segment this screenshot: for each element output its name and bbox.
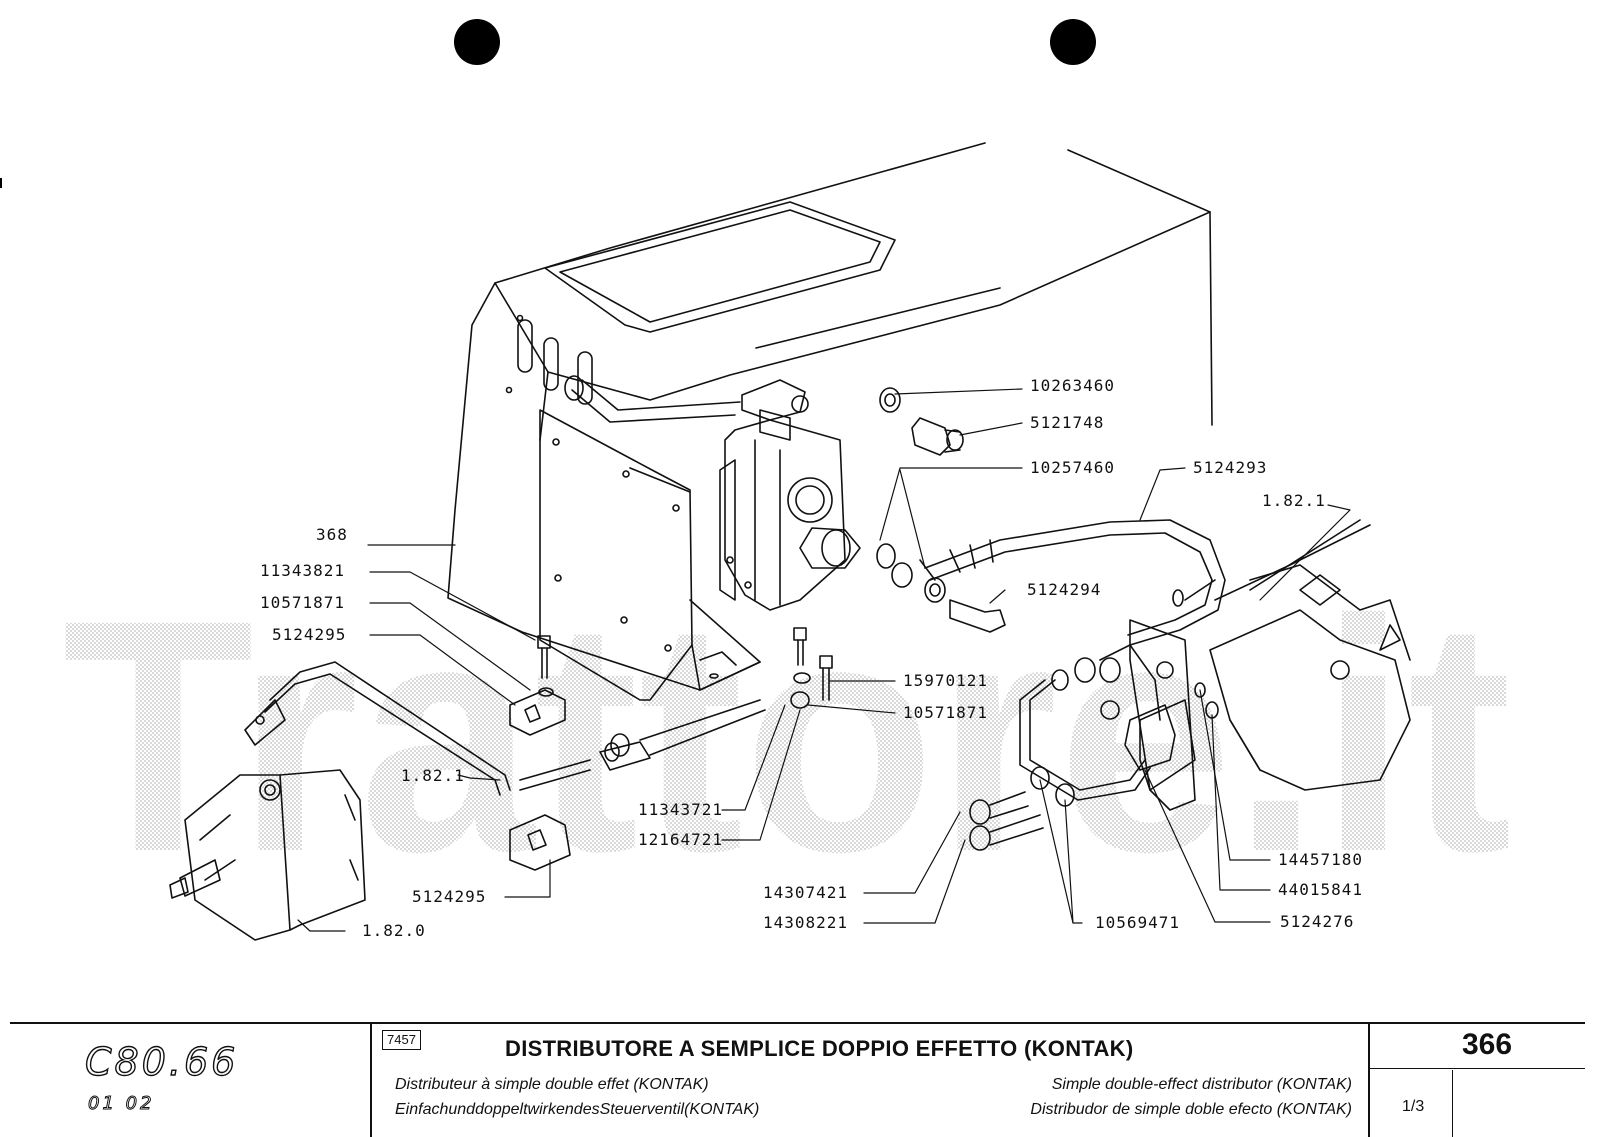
hydraulic-block-right [1051,519,1411,811]
footer-page-rule [1368,1068,1585,1069]
sheet-number: 1/3 [1402,1098,1425,1115]
pump-pipe [244,661,766,796]
label-44015841: 44015841 [1278,880,1363,899]
footer-divider-1 [370,1022,372,1137]
label-1-82-1-top: 1.82.1 [1262,491,1326,510]
model-name: C80.66 [84,1039,239,1084]
clamp-block-lower [509,814,571,871]
part-labels: 10263460 5121748 10257460 5124293 1.82.1… [260,376,1363,940]
label-10257460: 10257460 [1030,458,1115,477]
footer-divider-2 [1368,1022,1370,1137]
page-number: 366 [1462,1028,1513,1061]
page-title: DISTRIBUTORE A SEMPLICE DOPPIO EFFETTO (… [505,1036,1134,1061]
subtitle-es: Distribudor de simple doble efecto (KONT… [1030,1101,1352,1118]
footer-top-rule [10,1022,1585,1024]
label-11343721: 11343721 [638,800,723,819]
label-10571871-left: 10571871 [260,593,345,612]
watermark: Trattore.it [62,551,1512,920]
gear-pump [169,769,366,941]
subtitle-fr: Distributeur à simple double effet (KONT… [395,1076,709,1093]
subtitle-de: EinfachunddoppeltwirkendesSteuerventil(K… [395,1101,760,1118]
label-5124295-lower: 5124295 [412,887,486,906]
label-10571871-right: 10571871 [903,703,988,722]
section-code: 7457 [382,1030,421,1050]
label-14307421: 14307421 [763,883,848,902]
edge-mark [0,178,2,188]
label-5124294: 5124294 [1027,580,1101,599]
leader-lines [297,388,1351,932]
label-14457180: 14457180 [1278,850,1363,869]
distributor-valve-body [719,395,861,611]
label-11343821: 11343821 [260,561,345,580]
label-5121748: 5121748 [1030,413,1104,432]
flexible-hose [919,519,1226,646]
tractor-housing [447,142,1213,701]
label-10569471: 10569471 [1095,913,1180,932]
exploded-parts-diagram: Trattore.it [0,19,1512,941]
label-368: 368 [316,525,348,544]
label-15970121: 15970121 [903,671,988,690]
label-5124276: 5124276 [1280,912,1354,931]
punch-hole-right [1050,19,1096,65]
label-5124295-upper: 5124295 [272,625,346,644]
label-10263460: 10263460 [1030,376,1115,395]
model-variants: 01 02 [88,1093,155,1115]
label-1-82-1-left: 1.82.1 [401,766,465,785]
label-12164721: 12164721 [638,830,723,849]
bracket-bolts [537,627,833,709]
subtitle-en: Simple double-effect distributor (KONTAK… [1051,1076,1352,1093]
label-14308221: 14308221 [763,913,848,932]
punch-hole-left [454,19,500,65]
label-1-82-0: 1.82.0 [362,921,426,940]
fittings-upper [876,387,1006,633]
control-lever [564,375,806,423]
clamp-block-upper [509,689,566,736]
footer-divider-3 [1452,1070,1453,1137]
label-5124293: 5124293 [1193,458,1267,477]
